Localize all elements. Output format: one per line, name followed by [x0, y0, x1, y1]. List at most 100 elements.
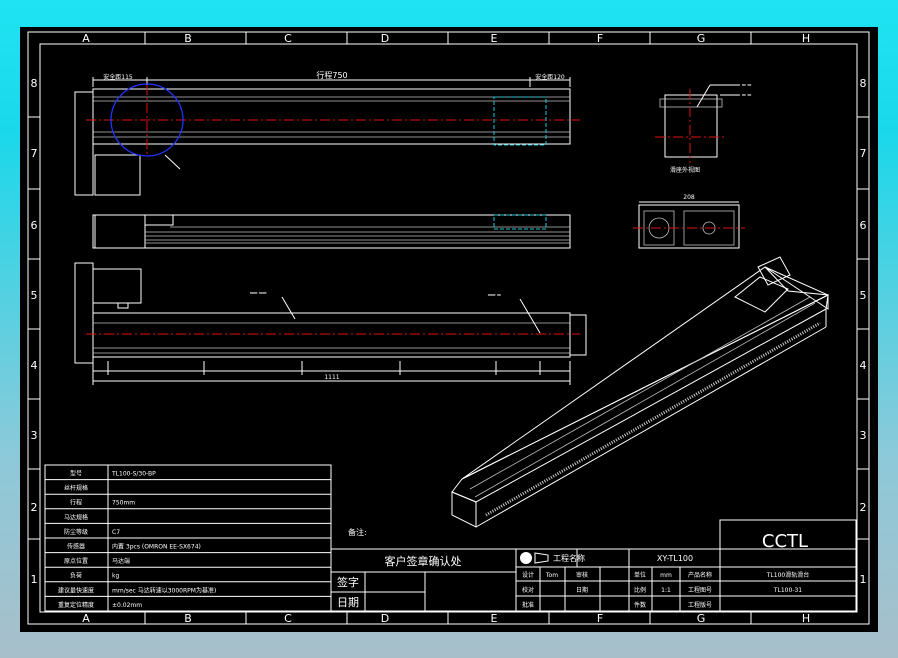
customer-confirm-box: 客户签章确认处 签字 日期 — [330, 548, 517, 612]
zone-label: F — [597, 32, 603, 45]
zone-label: A — [82, 32, 90, 45]
callout-text: ━ ━ — [741, 82, 752, 89]
zone-label: 5 — [860, 289, 867, 302]
zone-label: G — [697, 612, 706, 625]
param-label: 马达规格 — [64, 513, 88, 521]
check-label: 校对 — [522, 586, 534, 594]
zone-label: 6 — [860, 219, 867, 232]
callout-text: ━ ━ — [741, 92, 752, 99]
end-section-view: ━ ━ ━ ━ 滑座外视图 — [655, 82, 752, 174]
param-label: 型号 — [70, 470, 82, 478]
notes-label: 备注: — [348, 527, 367, 537]
detail-circle — [110, 83, 184, 157]
safety-left-dim: 安全距115 — [103, 73, 133, 81]
zone-label: 5 — [31, 289, 38, 302]
sign-label: 签字 — [337, 575, 359, 589]
zone-label: G — [697, 32, 706, 45]
qty-label: 件数 — [634, 601, 646, 609]
projection-symbol-icon — [520, 552, 532, 564]
param-label: 丝杆规格 — [64, 484, 88, 492]
param-value: kg — [112, 573, 119, 580]
zone-label: 7 — [860, 147, 867, 160]
zone-label: 1 — [860, 573, 867, 586]
design-label: 设计 — [522, 571, 534, 579]
scale-value: 1:1 — [661, 587, 671, 594]
zone-label: 4 — [31, 359, 38, 372]
zone-label: 3 — [860, 429, 867, 442]
zone-letters-top: A B C D E F G H — [82, 32, 810, 45]
date-label: 日期 — [337, 596, 359, 609]
zone-label: H — [802, 612, 810, 625]
zone-ticks — [28, 32, 869, 624]
zone-label: B — [184, 612, 192, 625]
drawing-sheet: A B C D E F G H A B C D E F G H 8 7 6 5 … — [20, 27, 878, 632]
zone-label: D — [381, 612, 389, 625]
scale-label: 比例 — [634, 586, 646, 594]
version-label: 工程版号 — [688, 601, 712, 609]
zone-label: 8 — [31, 77, 38, 90]
param-value: 内置 3pcs (OMRON EE-SX674) — [112, 543, 201, 551]
param-label: 防尘等级 — [64, 528, 88, 536]
zone-label: E — [491, 612, 498, 625]
param-label: 行程 — [70, 499, 82, 507]
zone-label: D — [381, 32, 389, 45]
title-block: CCTL 工程名称 XY-TL100 设计 Tom 审核 校对 日期 批准 单位… — [515, 519, 857, 612]
callout-text: ━━ ━ — [487, 292, 501, 299]
zone-label: A — [82, 612, 90, 625]
param-value: mm/sec 马达转速以3000RPM为基准) — [112, 586, 216, 594]
zone-label: B — [184, 32, 192, 45]
company-logo: CCTL — [762, 531, 808, 552]
outer-frame — [27, 31, 870, 625]
zone-label: E — [491, 32, 498, 45]
zone-numbers-left: 8 7 6 5 4 3 2 1 — [31, 77, 38, 586]
project-value: XY-TL100 — [657, 554, 693, 563]
zone-label: 1 — [31, 573, 38, 586]
stroke-dim: 行程750 — [316, 70, 347, 80]
param-label: 负荷 — [70, 572, 82, 580]
param-value: 750mm — [112, 500, 135, 507]
callout-text: ━━ ━━ — [249, 290, 267, 297]
top-view: 安全距115 行程750 安全距120 — [74, 70, 580, 196]
drawing-no-value: TL100-31 — [773, 587, 802, 594]
param-label: 传感器 — [67, 543, 85, 551]
designer-name: Tom — [545, 572, 558, 579]
zone-label: 6 — [31, 219, 38, 232]
param-value: 马达端 — [112, 557, 130, 565]
side-view — [92, 214, 571, 249]
zone-label: 3 — [31, 429, 38, 442]
width-dim: 208 — [683, 194, 695, 201]
project-label: 工程名称 — [553, 553, 585, 563]
date-cell-label: 日期 — [576, 586, 588, 594]
section-view-label: 滑座外视图 — [670, 166, 700, 174]
motor-end-view: 208 — [633, 194, 745, 249]
zone-label: C — [284, 32, 292, 45]
zone-numbers-right: 8 7 6 5 4 3 2 1 — [860, 77, 867, 586]
total-length-dim: 1111 — [324, 374, 339, 381]
param-value: ±0.02mm — [112, 602, 142, 609]
front-view: ━━ ━━ ━━ ━ 1111 — [74, 262, 587, 385]
zone-label: 2 — [31, 501, 38, 514]
review-label: 审核 — [576, 571, 588, 579]
zone-label: 2 — [860, 501, 867, 514]
unit-label: 单位 — [634, 571, 646, 579]
zone-letters-bottom: A B C D E F G H — [82, 612, 810, 625]
product-value: TL100滑轨滑台 — [766, 571, 809, 579]
param-value: TL100-S/30-BP — [111, 471, 156, 478]
zone-label: F — [597, 612, 603, 625]
drawing-no-label: 工程图号 — [688, 586, 712, 594]
safety-right-dim: 安全距120 — [535, 73, 565, 81]
param-label: 原点位置 — [64, 557, 88, 565]
zone-label: 7 — [31, 147, 38, 160]
zone-label: C — [284, 612, 292, 625]
param-label: 重复定位精度 — [58, 601, 94, 609]
confirm-title: 客户签章确认处 — [385, 554, 462, 568]
param-value: C7 — [112, 529, 120, 536]
isometric-view — [451, 256, 830, 528]
approve-label: 批准 — [522, 601, 534, 609]
inner-frame — [39, 43, 858, 613]
unit-value: mm — [660, 572, 672, 579]
zone-label: 8 — [860, 77, 867, 90]
zone-label: 4 — [860, 359, 867, 372]
product-label: 产品名称 — [688, 571, 712, 579]
